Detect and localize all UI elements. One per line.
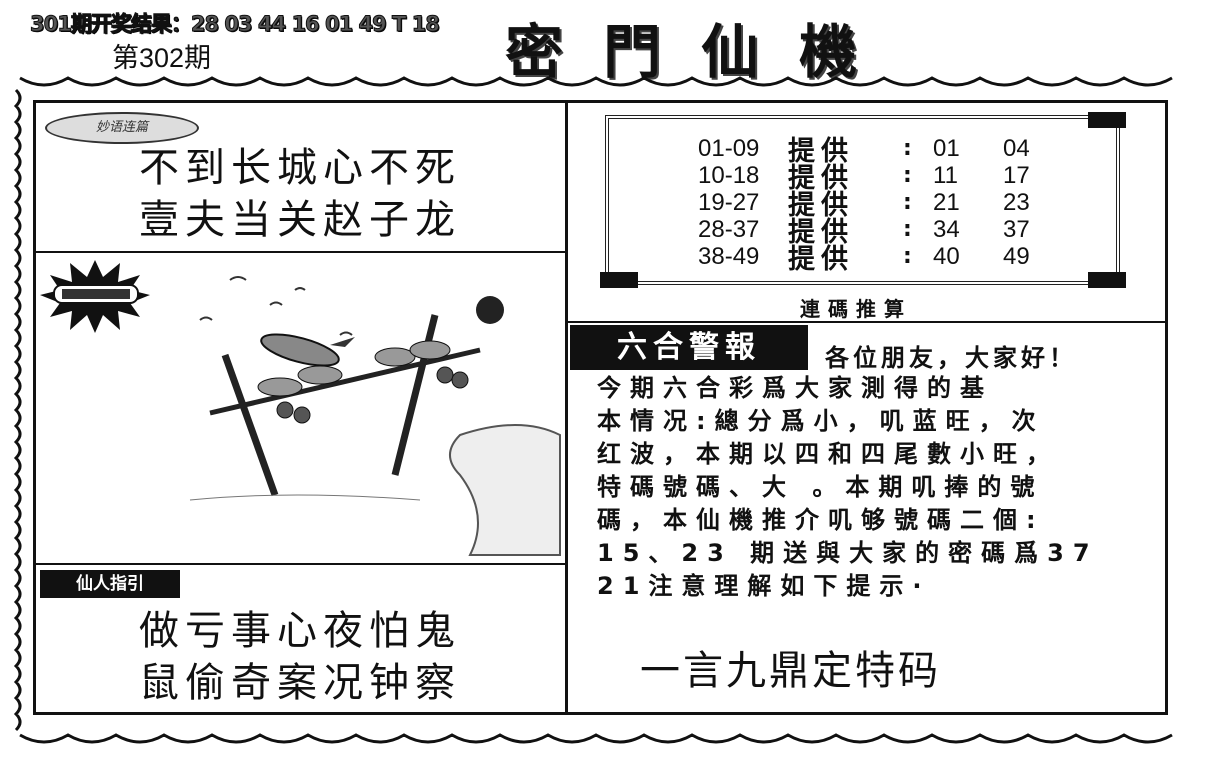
message-line: 今期六合彩爲大家測得的基 bbox=[597, 374, 993, 402]
top-poem: 不到长城心不死 壹夫当关赵子龙 bbox=[35, 142, 565, 246]
divider bbox=[565, 321, 1168, 323]
number-row: 19-27 提供:21 23 bbox=[698, 188, 1053, 222]
message-line: 碼，本仙機推介叽够號碼二個: bbox=[597, 506, 1045, 534]
starburst-icon bbox=[40, 260, 150, 333]
colon: : bbox=[903, 190, 912, 215]
numbers-caption: 連碼推算 bbox=[800, 297, 912, 321]
provide-label: 提供 bbox=[788, 136, 854, 167]
message-line: 本情况:總分爲小，叽蓝旺，次 bbox=[597, 407, 1045, 435]
numbers-frame bbox=[605, 115, 1120, 285]
badge-miaoyu: 妙语连篇 bbox=[45, 112, 199, 144]
number-row: 10-18 提供:11 17 bbox=[698, 161, 1053, 195]
label-alert: 六合警報 bbox=[570, 325, 808, 370]
number-row: 01-09 提供:01 04 bbox=[698, 134, 1053, 168]
range-label: 38-49 bbox=[698, 242, 760, 270]
colon: : bbox=[903, 163, 912, 188]
message-line: 红波，本期以四和四尾數小旺， bbox=[597, 440, 1059, 468]
label-xianren: 仙人指引 bbox=[40, 570, 180, 598]
page-title: 密門仙機 bbox=[505, 18, 898, 86]
number-b: 37 bbox=[1003, 215, 1030, 243]
column-divider bbox=[565, 100, 568, 715]
provide-label: 提供 bbox=[788, 163, 854, 194]
range-label: 19-27 bbox=[698, 188, 760, 216]
provide-label: 提供 bbox=[788, 190, 854, 221]
number-b: 17 bbox=[1003, 161, 1030, 189]
message-line: 15、23 期送與大家的密碼爲37 bbox=[597, 539, 1099, 567]
bottom-poem: 做亏事心夜怕鬼 鼠偷奇案况钟察 bbox=[35, 605, 565, 709]
poem-line: 不到长城心不死 bbox=[139, 145, 461, 191]
range-label: 28-37 bbox=[698, 215, 760, 243]
number-b: 04 bbox=[1003, 134, 1030, 162]
poem-line: 壹夫当关赵子龙 bbox=[139, 197, 461, 243]
number-a: 40 bbox=[933, 242, 960, 270]
number-a: 34 bbox=[933, 215, 960, 243]
corner-ornament-icon bbox=[1088, 272, 1126, 288]
greeting: 各位朋友，大家好！ bbox=[825, 344, 1077, 372]
colon: : bbox=[903, 244, 912, 269]
poem-line: 做亏事心夜怕鬼 bbox=[139, 608, 461, 654]
number-b: 49 bbox=[1003, 242, 1030, 270]
number-a: 11 bbox=[933, 161, 958, 189]
last-draw-result: 301期开奖结果：28 03 44 16 01 49 T 18 bbox=[30, 12, 441, 37]
range-label: 01-09 bbox=[698, 134, 760, 162]
colon: : bbox=[903, 136, 912, 161]
issue-number: 第302期 bbox=[112, 43, 212, 73]
bird-bamboo-illustration bbox=[40, 260, 561, 556]
number-a: 01 bbox=[933, 134, 960, 162]
outer-frame bbox=[33, 100, 1168, 715]
number-row: 38-49 提供:40 49 bbox=[698, 242, 1053, 276]
provide-label: 提供 bbox=[788, 217, 854, 248]
number-row: 28-37 提供:34 37 bbox=[698, 215, 1053, 249]
colon: : bbox=[903, 217, 912, 242]
number-a: 21 bbox=[933, 188, 960, 216]
number-b: 23 bbox=[1003, 188, 1030, 216]
wavy-border bbox=[13, 76, 1173, 744]
provide-label: 提供 bbox=[788, 244, 854, 275]
corner-ornament-icon bbox=[600, 272, 638, 288]
divider bbox=[35, 563, 565, 565]
corner-ornament-icon bbox=[1088, 112, 1126, 128]
message-line: 特碼號碼、大 。本期叽捧的號 bbox=[597, 473, 1044, 501]
divider bbox=[35, 251, 565, 253]
poem-line: 鼠偷奇案况钟察 bbox=[139, 660, 461, 706]
message-line: 21注意理解如下提示· bbox=[597, 572, 931, 600]
alert-message: 今期六合彩爲大家測得的基 本情况:總分爲小，叽蓝旺，次 红波，本期以四和四尾數小… bbox=[597, 372, 1099, 603]
range-label: 10-18 bbox=[698, 161, 760, 189]
slogan: 一言九鼎定特码 bbox=[640, 648, 941, 694]
